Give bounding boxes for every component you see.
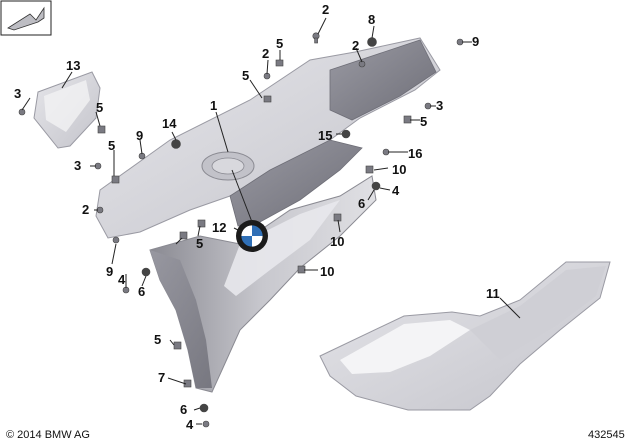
callout-7: 7 — [158, 370, 165, 385]
part-13-side-panel — [33, 71, 101, 149]
clip-icon — [179, 231, 188, 240]
callout-3: 3 — [74, 158, 81, 173]
callout-15: 15 — [318, 128, 332, 143]
callout-1: 1 — [210, 98, 217, 113]
nut-icon — [141, 267, 151, 277]
callout-10: 10 — [392, 162, 406, 177]
screw-icon — [312, 32, 320, 44]
clip-icon — [263, 95, 272, 103]
callout-4: 4 — [118, 272, 126, 287]
callout-11: 11 — [486, 286, 500, 301]
callout-5: 5 — [276, 36, 283, 51]
callout-9: 9 — [106, 264, 113, 279]
callout-6: 6 — [358, 196, 365, 211]
clip-icon — [365, 165, 374, 174]
part-1-main-fairing — [95, 37, 441, 239]
clip-icon — [111, 175, 120, 184]
callout-9: 9 — [472, 34, 479, 49]
lower-fairing — [149, 175, 377, 393]
callout-6: 6 — [138, 284, 145, 299]
clip-icon — [333, 213, 342, 222]
callout-10: 10 — [330, 234, 344, 249]
clip-icon — [403, 115, 412, 124]
callout-3: 3 — [436, 98, 443, 113]
copyright-notice: © 2014 BMW AG — [6, 429, 90, 441]
callout-9: 9 — [136, 128, 143, 143]
view-direction-icon — [0, 0, 52, 36]
callout-2: 2 — [352, 38, 359, 53]
callout-8: 8 — [368, 12, 375, 27]
clip-icon — [173, 341, 182, 350]
leader-lines — [21, 17, 521, 425]
bmw-roundel-icon — [236, 220, 268, 252]
nut-icon — [341, 129, 351, 139]
nut-icon — [371, 181, 381, 191]
callout-16: 16 — [408, 146, 422, 161]
callout-4: 4 — [392, 183, 400, 198]
callout-3: 3 — [14, 86, 21, 101]
nut-icon — [367, 37, 377, 47]
callout-5: 5 — [242, 68, 249, 83]
nut-icon — [171, 139, 181, 149]
callout-2: 2 — [82, 202, 89, 217]
fasteners — [18, 32, 464, 428]
callout-4: 4 — [186, 417, 194, 432]
drawing-number: 432545 — [588, 429, 625, 441]
callout-5: 5 — [108, 138, 115, 153]
callout-13: 13 — [66, 58, 80, 73]
part-11-lower-panel — [319, 261, 611, 411]
callouts: 1 2 2 2 2 3 3 3 4 4 4 5 5 5 5 5 5 5 6 6 … — [14, 2, 500, 432]
callout-6: 6 — [180, 402, 187, 417]
callout-5: 5 — [96, 100, 103, 115]
clip-icon — [275, 59, 284, 67]
clip-icon — [297, 265, 306, 274]
clip-icon — [97, 125, 106, 134]
callout-5: 5 — [196, 236, 203, 251]
callout-2: 2 — [322, 2, 329, 17]
nut-icon — [199, 403, 209, 413]
screw-icon — [112, 236, 120, 244]
callout-10: 10 — [320, 264, 334, 279]
callout-5: 5 — [154, 332, 161, 347]
clip-icon — [197, 219, 206, 228]
callout-14: 14 — [162, 116, 177, 131]
callout-12: 12 — [212, 220, 226, 235]
screw-icon — [18, 108, 26, 116]
callout-2: 2 — [262, 46, 269, 61]
screw-icon — [202, 420, 210, 428]
callout-5: 5 — [420, 114, 427, 129]
